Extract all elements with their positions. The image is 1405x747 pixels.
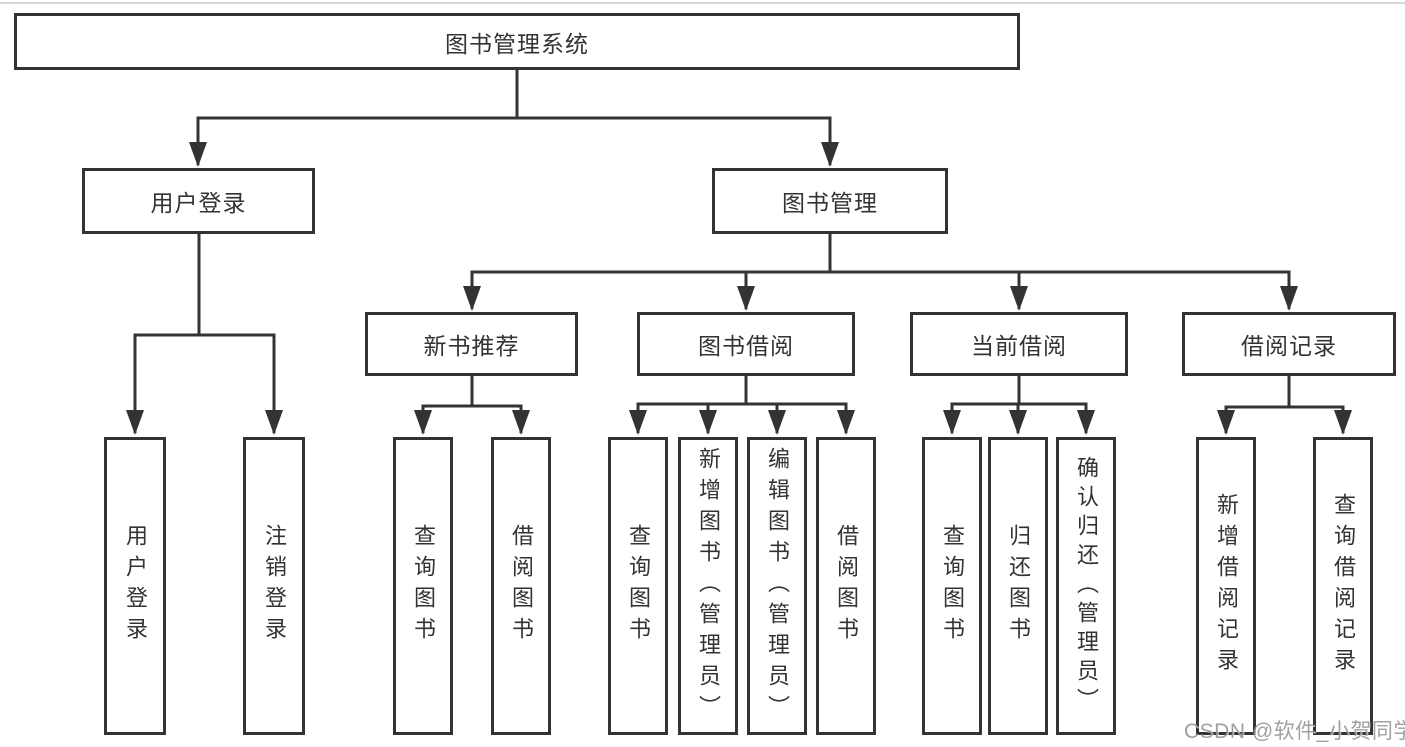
node-leaf-nb-borrow-books-label: 借阅图书 — [509, 524, 534, 648]
arrowhead — [189, 142, 207, 167]
edge-newbookrec-children — [421, 376, 523, 433]
arrowhead — [1280, 286, 1298, 311]
arrowhead — [126, 410, 144, 435]
arrowhead — [629, 410, 647, 435]
node-leaf-logout-label: 注销登录 — [262, 524, 287, 648]
arrowhead — [768, 410, 786, 435]
arrowhead — [737, 286, 755, 311]
node-leaf-bb-borrow-books: 借阅图书 — [816, 437, 876, 735]
edge-bookborrow-children — [636, 376, 848, 433]
node-leaf-bb-query-books: 查询图书 — [608, 437, 668, 735]
node-leaf-cb-return-books-label: 归还图书 — [1006, 524, 1031, 648]
arrowhead-group — [126, 142, 1352, 435]
arrowhead — [414, 410, 432, 435]
node-current-borrow-label: 当前借阅 — [971, 333, 1067, 359]
node-leaf-bb-edit-books-admin-label: 编辑图书（管理员） — [765, 446, 790, 726]
node-book-borrow: 图书借阅 — [637, 312, 855, 376]
node-leaf-nb-borrow-books: 借阅图书 — [491, 437, 551, 735]
arrowhead — [265, 410, 283, 435]
node-borrow-records: 借阅记录 — [1182, 312, 1396, 376]
node-root: 图书管理系统 — [14, 13, 1020, 70]
arrowhead — [463, 286, 481, 311]
node-leaf-br-query-record-label: 查询借阅记录 — [1331, 493, 1356, 679]
edge-borrowrecords-children — [1224, 376, 1345, 433]
arrowhead — [699, 410, 717, 435]
node-current-borrow: 当前借阅 — [910, 312, 1128, 376]
edge-group — [133, 70, 1345, 433]
node-leaf-bb-query-books-label: 查询图书 — [626, 524, 651, 648]
node-leaf-cb-return-books: 归还图书 — [988, 437, 1048, 735]
node-leaf-bb-edit-books-admin: 编辑图书（管理员） — [747, 437, 807, 735]
arrowhead — [1077, 410, 1095, 435]
node-leaf-cb-confirm-return-admin-label: 确认归还（管理员） — [1074, 455, 1099, 717]
node-new-book-recommend-label: 新书推荐 — [423, 333, 520, 359]
arrowhead — [512, 410, 530, 435]
arrowhead — [821, 142, 839, 167]
node-leaf-cb-query-books: 查询图书 — [922, 437, 982, 735]
node-leaf-bb-borrow-books-label: 借阅图书 — [834, 524, 859, 648]
node-leaf-logout: 注销登录 — [243, 437, 305, 735]
edge-userlogin-children — [133, 234, 276, 433]
arrowhead — [837, 410, 855, 435]
node-leaf-user-login-label: 用户登录 — [123, 524, 148, 648]
node-book-borrow-label: 图书借阅 — [698, 333, 794, 359]
node-leaf-br-query-record: 查询借阅记录 — [1313, 437, 1373, 735]
node-leaf-nb-query-books: 查询图书 — [393, 437, 453, 735]
top-divider-line — [0, 2, 1405, 4]
arrowhead — [1217, 410, 1235, 435]
node-borrow-records-label: 借阅记录 — [1241, 333, 1337, 359]
node-leaf-bb-add-books-admin: 新增图书（管理员） — [678, 437, 738, 735]
edge-root-to-level2 — [196, 70, 832, 165]
node-new-book-recommend: 新书推荐 — [365, 312, 578, 376]
edge-bookmgmt-children — [470, 234, 1291, 309]
arrowhead — [1010, 286, 1028, 311]
node-root-label: 图书管理系统 — [445, 30, 589, 57]
node-leaf-cb-confirm-return-admin: 确认归还（管理员） — [1056, 437, 1116, 735]
node-leaf-br-add-record: 新增借阅记录 — [1196, 437, 1256, 735]
arrowhead — [1009, 410, 1027, 435]
arrowhead — [943, 410, 961, 435]
node-book-management-label: 图书管理 — [782, 190, 878, 216]
node-user-login-label: 用户登录 — [150, 190, 247, 216]
node-leaf-user-login: 用户登录 — [104, 437, 166, 735]
node-leaf-cb-query-books-label: 查询图书 — [940, 524, 965, 648]
node-leaf-bb-add-books-admin-label: 新增图书（管理员） — [696, 446, 721, 726]
node-leaf-nb-query-books-label: 查询图书 — [411, 524, 436, 648]
node-user-login: 用户登录 — [82, 168, 315, 234]
csdn-watermark: CSDN @软件_小贺同学 — [1184, 720, 1405, 743]
node-book-management: 图书管理 — [712, 168, 948, 234]
node-leaf-br-add-record-label: 新增借阅记录 — [1214, 493, 1239, 679]
arrowhead — [1334, 410, 1352, 435]
